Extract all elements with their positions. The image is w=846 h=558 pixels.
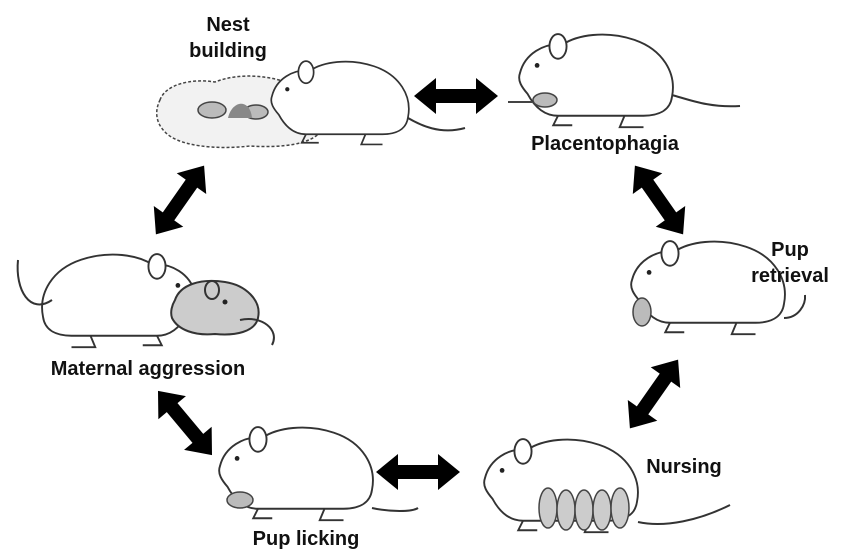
pup-icon <box>593 490 611 530</box>
mouse-tail <box>638 505 730 524</box>
mother-mouse-icon <box>42 254 196 347</box>
maternal-aggression-label: Maternal aggression <box>28 356 268 382</box>
mouse-tail <box>408 118 465 130</box>
double-arrow-icon <box>376 454 460 490</box>
double-arrow-icon <box>141 155 219 244</box>
pup-icon <box>227 492 253 508</box>
pup-icon <box>198 102 226 118</box>
pup-licking-label: Pup licking <box>236 526 376 552</box>
mouse-tail <box>784 295 805 318</box>
intruder-mouse-icon <box>171 281 274 345</box>
nest-building-label: Nest building <box>178 12 278 64</box>
mouse-tail <box>372 508 418 511</box>
double-arrow-icon <box>615 349 693 438</box>
pup-icon <box>539 488 557 528</box>
mother-mouse-icon <box>519 34 673 127</box>
pup-icon <box>557 490 575 530</box>
nest-building-label-line2: building <box>178 38 278 64</box>
pup-icon <box>633 298 651 326</box>
nursing-illustration <box>484 439 730 532</box>
pup-icon <box>611 488 629 528</box>
nursing-label: Nursing <box>634 454 734 480</box>
placentophagia-label: Placentophagia <box>515 131 695 157</box>
pup-retrieval-label-line2: retrieval <box>740 263 840 289</box>
nest-building-illustration <box>157 61 465 147</box>
pup-icon <box>575 490 593 530</box>
mouse-tail <box>672 95 740 106</box>
maternal-aggression-illustration <box>18 254 274 347</box>
double-arrow-icon <box>144 379 226 466</box>
double-arrow-icon <box>620 155 698 244</box>
pup-icon <box>533 93 557 107</box>
pup-retrieval-label-line1: Pup <box>740 237 840 263</box>
double-arrow-icon <box>414 78 498 114</box>
placentophagia-illustration <box>508 34 740 127</box>
pup-retrieval-label: Pup retrieval <box>740 237 840 289</box>
nest-building-label-line1: Nest <box>178 12 278 38</box>
